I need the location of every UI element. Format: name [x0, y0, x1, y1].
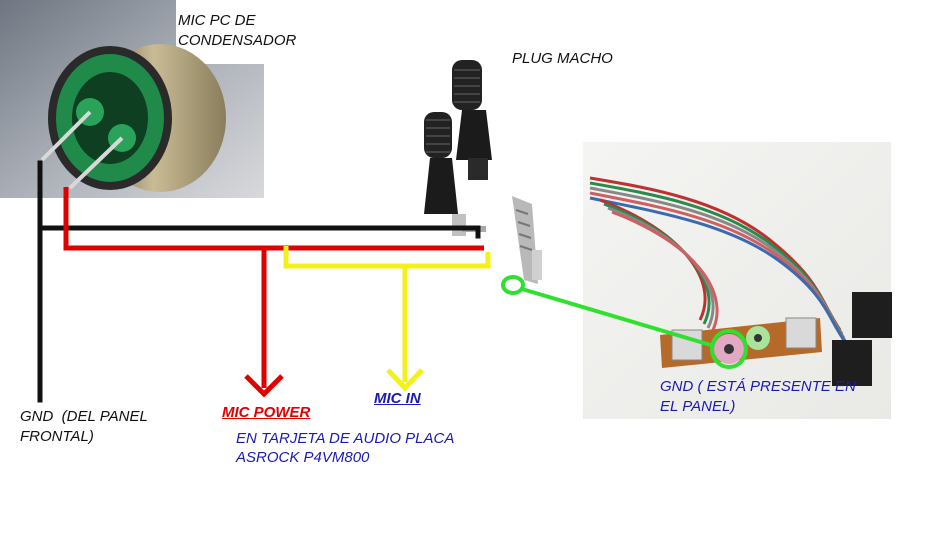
- audio-card-line1: EN TARJETA DE AUDIO PLACA: [236, 430, 455, 447]
- plug-photo: [424, 60, 542, 284]
- mic-power-label: MIC POWER: [222, 404, 311, 421]
- plug-title: PLUG MACHO: [512, 50, 613, 67]
- wire-mic-power-red: [63, 187, 484, 398]
- mic-in-label: MIC IN: [374, 390, 421, 407]
- mic-title-line2: CONDENSADOR: [178, 32, 297, 49]
- wire-gnd-black: [37, 160, 481, 403]
- gnd-panel-line1: GND ( ESTÁ PRESENTE EN: [660, 378, 856, 395]
- gnd-front-panel-line1: GND (DEL PANEL: [20, 408, 148, 425]
- mic-title-line1: MIC PC DE: [178, 12, 256, 29]
- front-panel-photo: [583, 142, 892, 419]
- audio-card-line2: ASROCK P4VM800: [236, 449, 370, 466]
- gnd-panel-line2: EL PANEL): [660, 398, 736, 415]
- gnd-front-panel-line2: FRONTAL): [20, 428, 94, 445]
- microphone-photo: [0, 0, 264, 198]
- wire-gnd-green: [501, 275, 748, 369]
- wire-mic-in-yellow: [283, 246, 491, 392]
